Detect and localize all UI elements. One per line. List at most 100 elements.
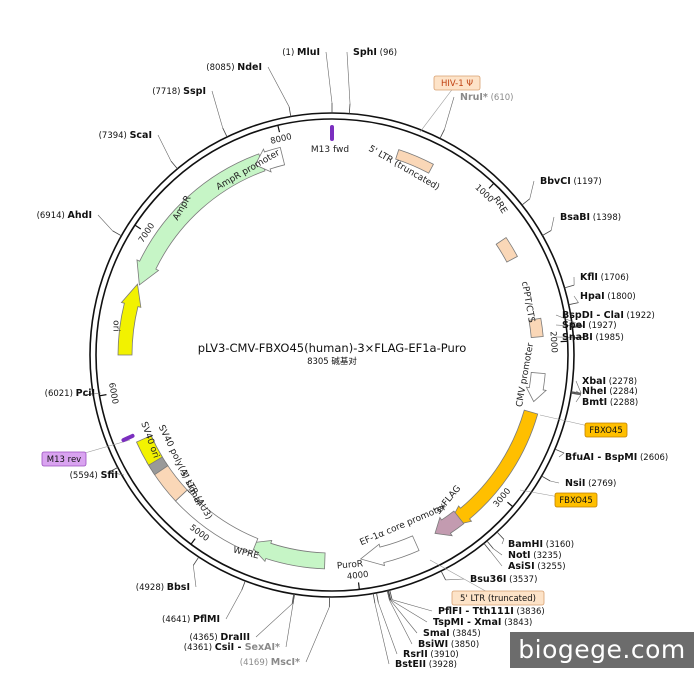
site-leader (241, 580, 246, 591)
site-name: DraIII (220, 632, 250, 643)
site-leader (255, 603, 293, 638)
site-position: (4641) (162, 615, 193, 625)
site-position: (5594) (70, 471, 101, 481)
site-leader (157, 134, 172, 162)
site-label: PflFI - Tth111I (3836) (438, 606, 545, 617)
restriction-site: RsrII (3910) (376, 592, 459, 660)
tick-mark (507, 501, 514, 508)
site-label: (5594) SfiI (70, 470, 118, 481)
site-name: BamHI (508, 539, 543, 550)
site-name: RsrII (403, 649, 428, 660)
feature-arc (525, 371, 547, 403)
site-name: SpeI (562, 320, 586, 331)
callout-label: FBXO45 (559, 496, 593, 506)
site-leader (440, 570, 446, 581)
site-name: SphI (353, 47, 377, 58)
restriction-site: (6021) PciI (45, 388, 102, 399)
feature-arc (434, 510, 465, 537)
restriction-site: NheI (2284) (571, 386, 638, 397)
feature-arc (359, 535, 420, 567)
feature: CMV promoter (515, 342, 547, 408)
site-position: (4169) (240, 658, 271, 668)
site-label: (4169) MscI* (240, 657, 300, 668)
restriction-site: BmtI (2288) (570, 392, 638, 408)
tick-label: 8000 (269, 132, 292, 147)
site-name: BbvCI (540, 176, 571, 187)
site-leader (439, 129, 445, 139)
feature-label: ori (111, 320, 121, 332)
site-leader (490, 550, 503, 567)
site-position: (6021) (45, 389, 76, 399)
plasmid-length: 8305 碱基对 (307, 356, 357, 367)
tick-mark (277, 125, 281, 133)
restriction-site: (7718) SspI (152, 86, 228, 138)
site-name: PflFI - Tth111I (438, 606, 514, 617)
site-leader (376, 592, 379, 603)
site-label: TspMI - XmaI (3843) (433, 617, 532, 628)
site-label: (1) MluI (282, 47, 320, 58)
feature: WPRE (174, 489, 260, 562)
site-label: AsiSI (3255) (508, 561, 566, 572)
site-position: (4361) (184, 643, 215, 653)
site-label: NsiI (2769) (565, 478, 616, 489)
site-name: NdeI (237, 62, 262, 73)
site-leader (387, 590, 391, 601)
tick-mark (190, 538, 196, 545)
site-name: SexAI* (245, 642, 280, 653)
tick-label: 2000 (547, 331, 558, 353)
site-position: (3845) (450, 629, 481, 639)
feature-arc (174, 489, 259, 554)
restriction-site: NruI* (610) (439, 92, 513, 139)
site-name: BspDI - ClaI (562, 310, 624, 321)
restriction-site: BstEII (3928) (372, 593, 457, 670)
site-label: XbaI (2278) (582, 376, 637, 387)
site-leader (108, 471, 125, 476)
site-position: (3843) (501, 618, 532, 628)
site-leader (388, 590, 392, 601)
site-label: RsrII (3910) (403, 649, 459, 660)
restriction-site: KflI (1706) (564, 272, 629, 289)
site-position: (4365) (189, 633, 220, 643)
site-name: SnaBI (562, 332, 593, 343)
site-leader (573, 295, 579, 303)
callout-box (433, 75, 481, 91)
site-leader (346, 51, 351, 104)
tick-mark (134, 224, 142, 230)
site-label: (6914) AhdI (37, 210, 92, 221)
restriction-site: (6914) AhdI (37, 210, 122, 237)
site-leader (390, 599, 418, 634)
site-leader (170, 160, 178, 170)
site-name: PflMI (193, 614, 220, 625)
site-label: KflI (1706) (580, 272, 629, 283)
site-position: (3850) (448, 640, 479, 650)
site-name: HpaI (580, 291, 605, 302)
site-name: AhdI (68, 210, 92, 221)
site-position: (7718) (152, 87, 183, 97)
site-name: NsiI (565, 478, 585, 489)
site-leader (192, 556, 200, 566)
site-leader (529, 180, 535, 199)
site-position: (2278) (606, 377, 637, 387)
feature-label: PuroR (337, 559, 364, 571)
site-leader (568, 302, 579, 306)
site-position: (96) (377, 48, 397, 58)
site-name: SspI (183, 86, 206, 97)
site-name: CsiI - (215, 642, 245, 653)
primer-marker (121, 433, 135, 443)
restriction-site: (5594) SfiI (70, 467, 125, 481)
restriction-site: NotI (3235) (486, 540, 562, 561)
callout-label: HIV-1 Ψ (441, 79, 473, 89)
feature-label: M13 fwd (311, 145, 349, 155)
restriction-site: Bsu36I (3537) (440, 570, 537, 585)
site-label: BbvCI (1197) (540, 176, 602, 187)
restriction-site: BsiWI (3850) (386, 590, 479, 650)
site-position: (3160) (543, 540, 574, 550)
site-leader (292, 594, 295, 605)
feature-arc (528, 317, 544, 339)
restriction-site: PflFI - Tth111I (3836) (389, 589, 545, 617)
site-label: (4365) DraIII (189, 632, 250, 643)
site-label: Bsu36I (3537) (470, 574, 537, 585)
feature-arc (395, 149, 434, 174)
feature-callout: HIV-1 Ψ (419, 75, 481, 133)
